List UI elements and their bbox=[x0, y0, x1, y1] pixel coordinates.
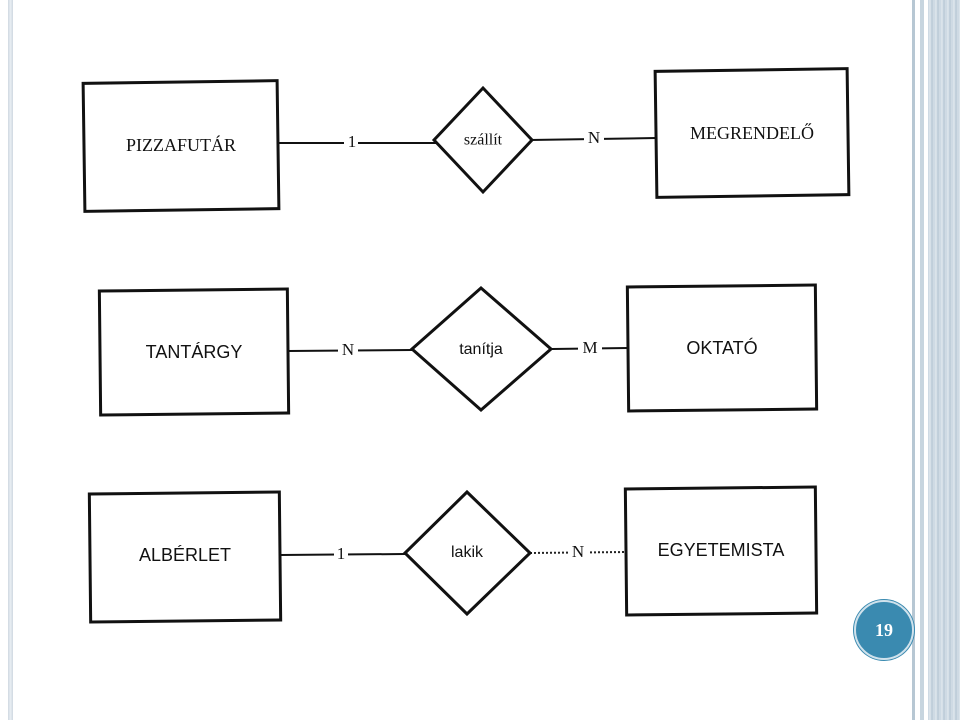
frame-band bbox=[928, 0, 960, 720]
entity-label-right: EGYETEMISTA bbox=[658, 540, 785, 560]
entity-box-left bbox=[87, 490, 283, 624]
left-border-stripe bbox=[8, 0, 13, 720]
er-row-3: ALBÉRLET EGYETEMISTA lakik 1 N bbox=[87, 485, 819, 624]
relationship-label: szállít bbox=[464, 132, 503, 149]
relationship-diamond bbox=[431, 85, 535, 195]
frame-line bbox=[912, 0, 915, 720]
cardinality-left: N bbox=[342, 340, 354, 359]
right-decorative-frame bbox=[912, 0, 960, 720]
label-mask bbox=[584, 128, 604, 150]
cardinality-left: 1 bbox=[337, 544, 346, 563]
relationship-diamond bbox=[402, 489, 533, 617]
label-mask bbox=[578, 337, 602, 359]
label-mask bbox=[334, 543, 348, 565]
label-mask bbox=[338, 339, 358, 361]
er-row-2: TANTÁRGY OKTATÓ tanítja N M bbox=[97, 283, 819, 417]
label-mask bbox=[344, 131, 358, 153]
cardinality-left: 1 bbox=[348, 132, 357, 151]
page-number-badge: 19 bbox=[854, 600, 914, 660]
relationship-diamond bbox=[409, 286, 554, 412]
entity-label-left: ALBÉRLET bbox=[139, 545, 231, 565]
entity-box-right bbox=[653, 67, 851, 199]
relationship-label: lakik bbox=[451, 544, 484, 561]
entity-box-left bbox=[97, 287, 291, 417]
entity-label-right: MEGRENDELŐ bbox=[690, 122, 814, 143]
er-row-1: PIZZAFUTÁR MEGRENDELŐ szállít 1 N bbox=[81, 67, 851, 213]
entity-box-right bbox=[623, 485, 819, 617]
entity-label-right: OKTATÓ bbox=[686, 337, 757, 358]
cardinality-right: M bbox=[582, 338, 597, 357]
entity-box-right bbox=[625, 283, 819, 413]
label-mask bbox=[568, 542, 588, 564]
entity-box-left bbox=[81, 79, 281, 213]
entity-label-left: PIZZAFUTÁR bbox=[126, 134, 236, 155]
entity-label-left: TANTÁRGY bbox=[146, 342, 243, 362]
page-number: 19 bbox=[875, 619, 893, 640]
frame-line bbox=[920, 0, 924, 720]
cardinality-right: N bbox=[588, 128, 600, 147]
relationship-label: tanítja bbox=[459, 341, 503, 358]
cardinality-right: N bbox=[572, 542, 584, 561]
